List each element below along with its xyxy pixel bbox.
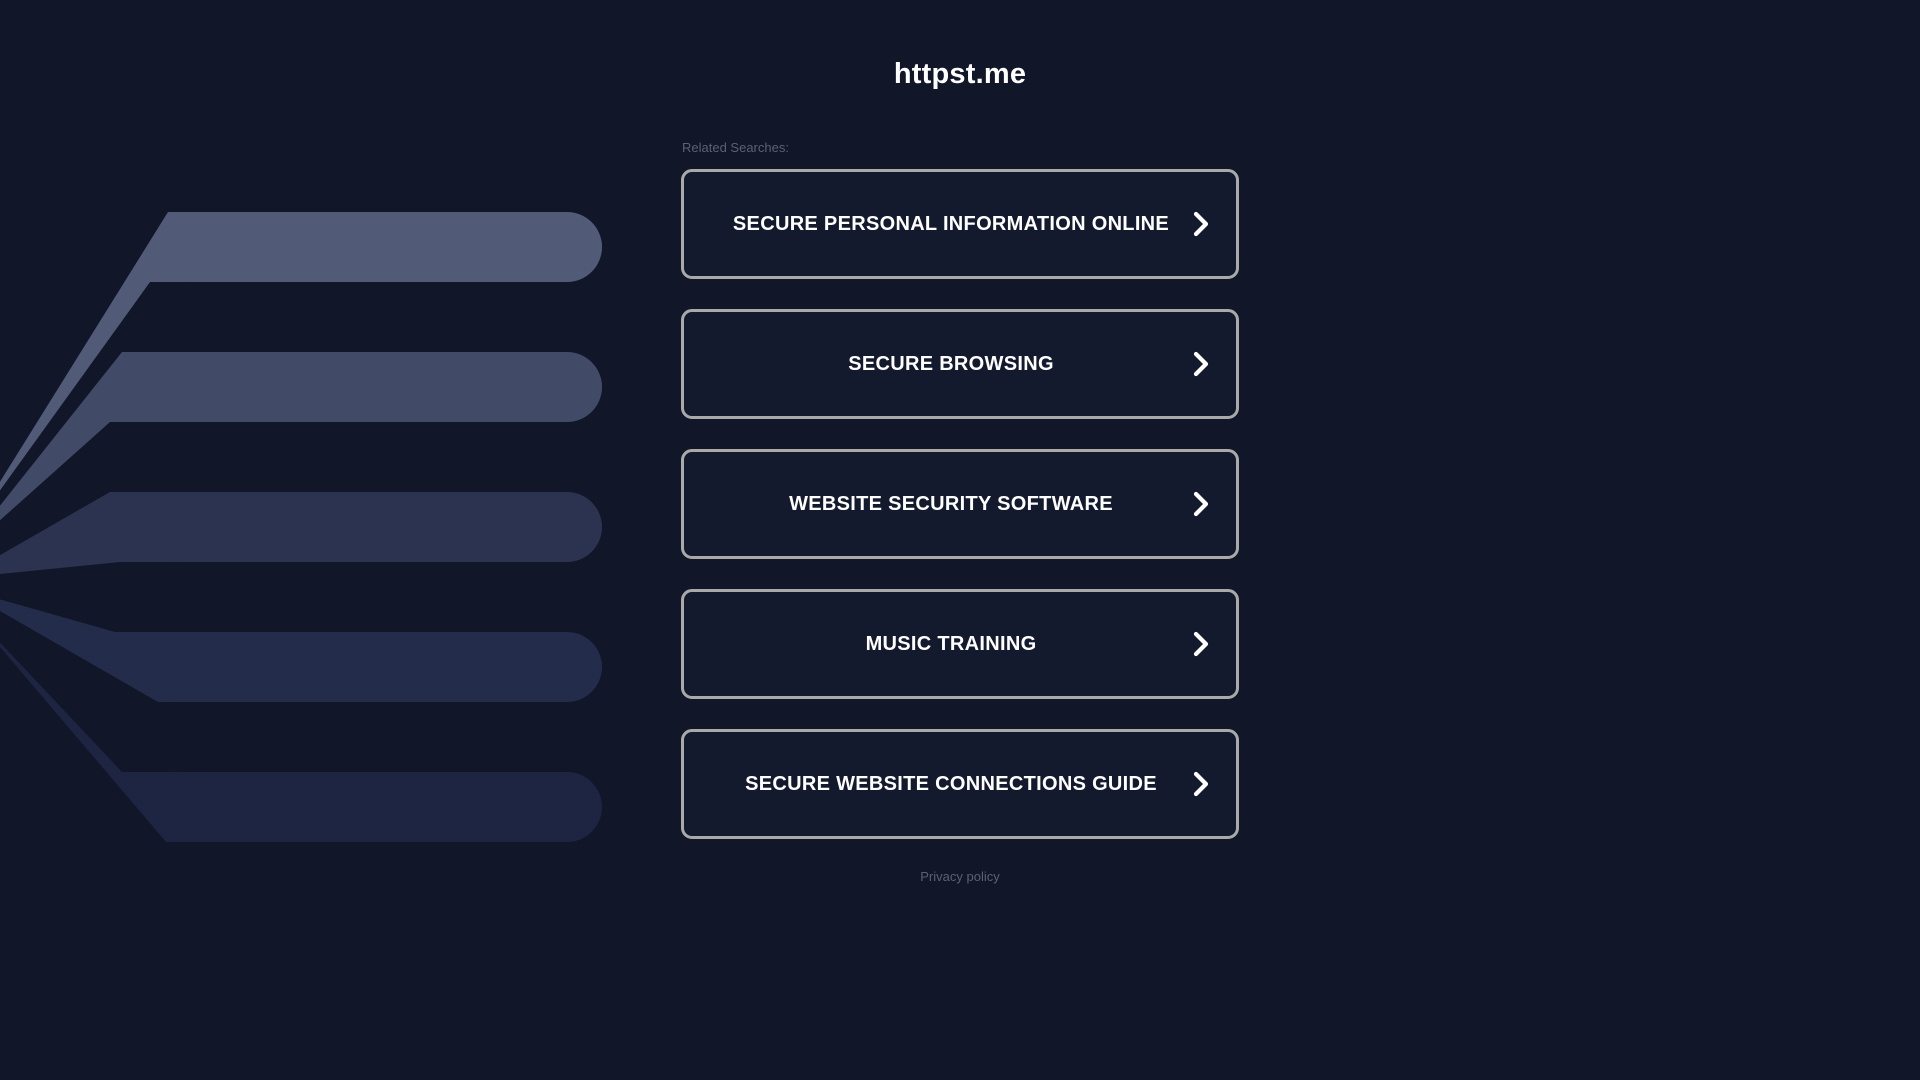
related-search-label: SECURE WEBSITE CONNECTIONS GUIDE [745,773,1157,795]
chevron-right-icon [1193,351,1209,377]
related-search-item-1[interactable]: SECURE BROWSING [681,309,1239,419]
related-search-item-2[interactable]: WEBSITE SECURITY SOFTWARE [681,449,1239,559]
related-searches-panel: Related Searches: SECURE PERSONAL INFORM… [681,140,1239,884]
privacy-policy-link[interactable]: Privacy policy [920,869,1000,884]
page-title: httpst.me [893,58,1027,90]
related-searches-label: Related Searches: [682,140,789,155]
related-search-label: SECURE BROWSING [848,353,1054,375]
related-search-label: WEBSITE SECURITY SOFTWARE [789,493,1113,515]
chevron-right-icon [1193,211,1209,237]
related-search-item-4[interactable]: SECURE WEBSITE CONNECTIONS GUIDE [681,729,1239,839]
chevron-right-icon [1193,491,1209,517]
related-search-label: SECURE PERSONAL INFORMATION ONLINE [732,213,1170,235]
related-search-item-3[interactable]: MUSIC TRAINING [681,589,1239,699]
related-search-item-0[interactable]: SECURE PERSONAL INFORMATION ONLINE [681,169,1239,279]
related-search-label: MUSIC TRAINING [865,633,1037,655]
chevron-right-icon [1193,631,1209,657]
chevron-right-icon [1193,771,1209,797]
